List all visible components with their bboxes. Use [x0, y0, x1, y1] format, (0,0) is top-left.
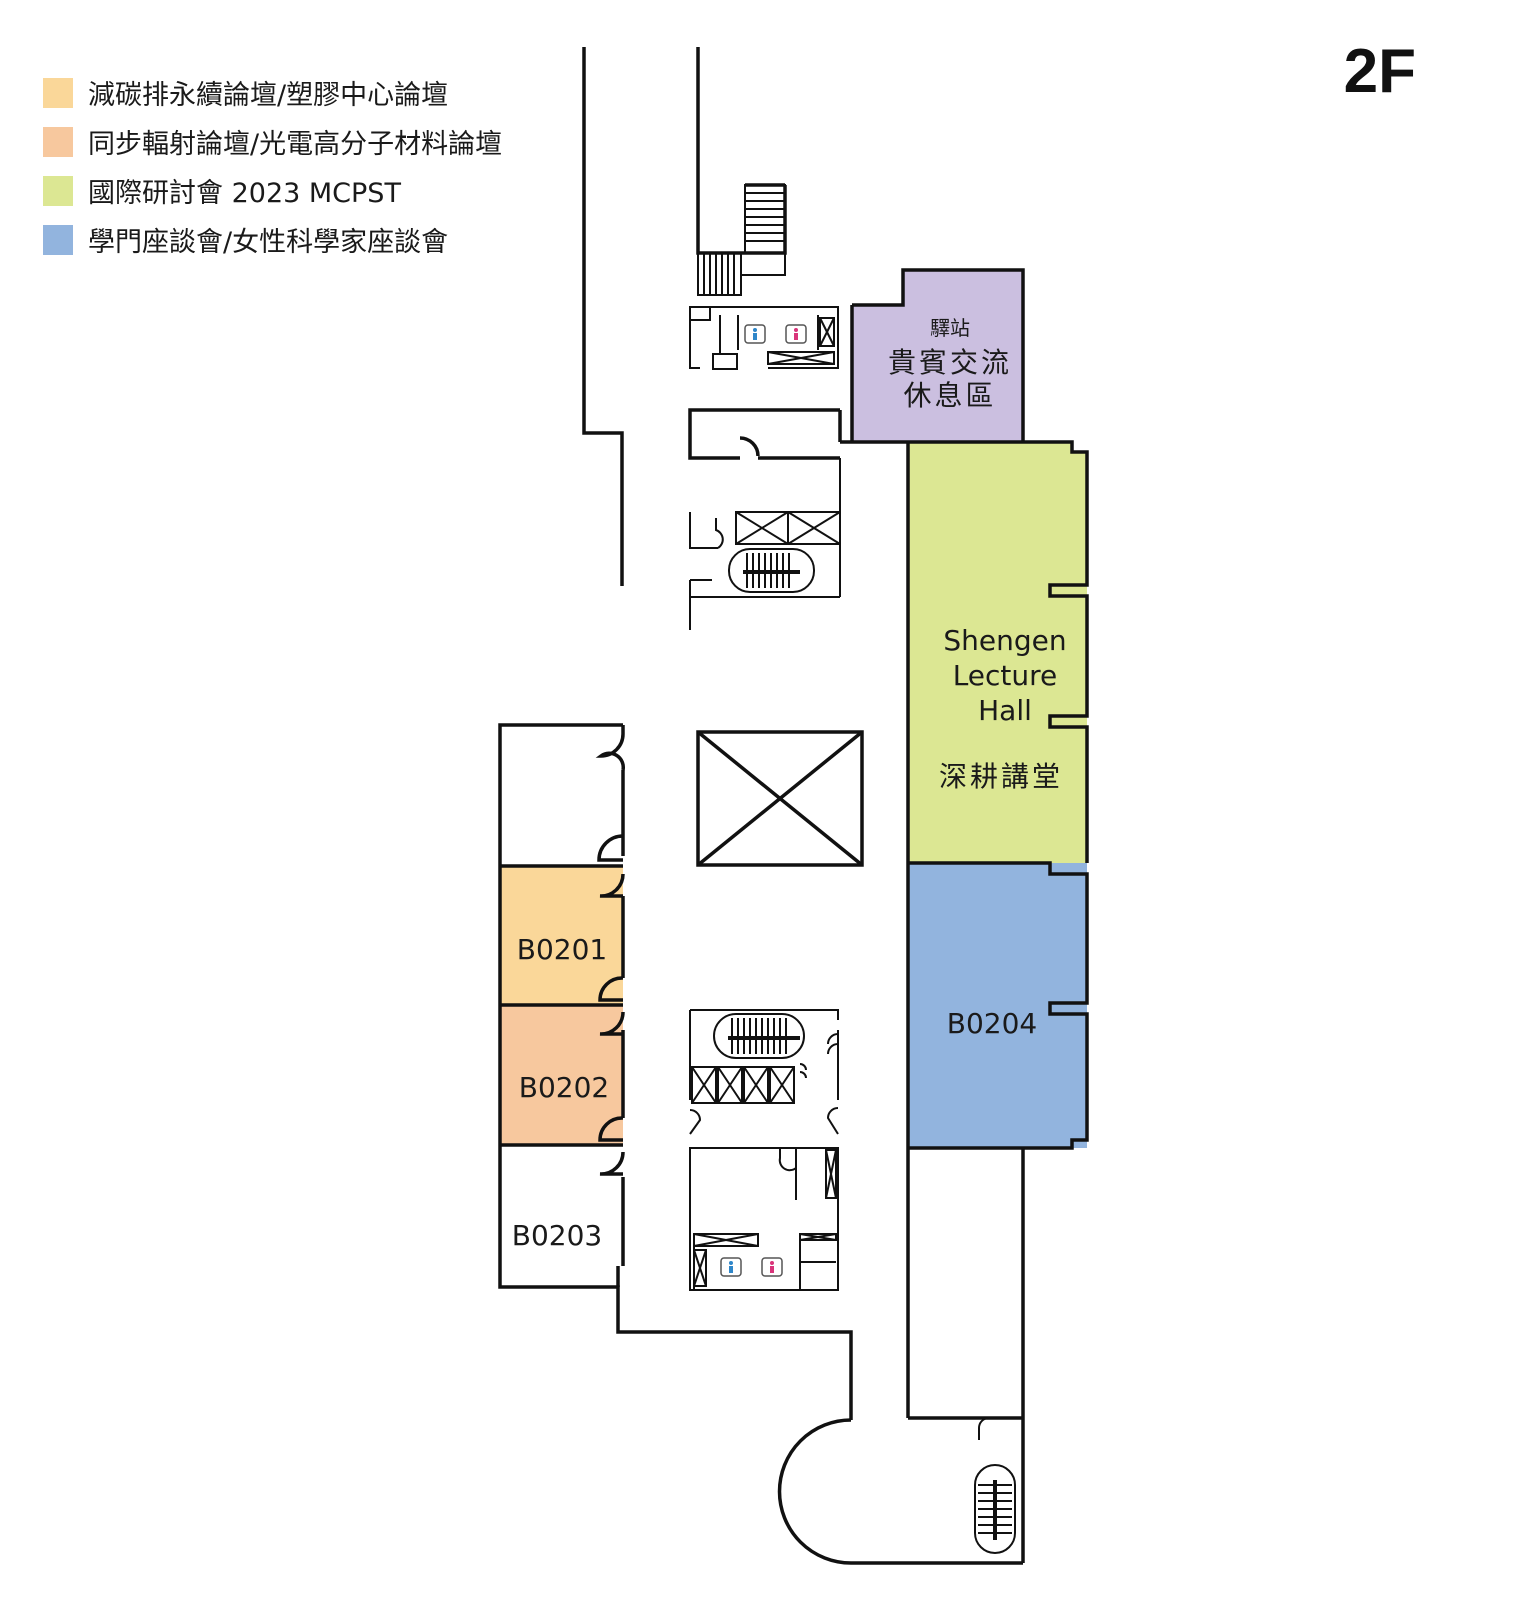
escalator — [974, 1464, 1016, 1554]
legend: 減碳排永續論壇/塑膠中心論壇 同步輻射論壇/光電高分子材料論壇 國際研討會 20… — [43, 68, 502, 264]
void-cross — [696, 730, 864, 867]
legend-item: 國際研討會 2023 MCPST — [43, 166, 502, 215]
wall — [908, 861, 1089, 1150]
b0202-label: B0202 — [519, 1071, 609, 1104]
b0201-label: B0201 — [517, 933, 607, 966]
door-swing — [597, 834, 624, 862]
legend-item: 同步輻射論壇/光電高分子材料論壇 — [43, 117, 502, 166]
door-swing — [739, 436, 760, 457]
room-b0204[interactable] — [908, 863, 1087, 1148]
lounge-label-line3: 休息區 — [903, 379, 996, 412]
wall — [977, 1417, 989, 1429]
door-swing — [599, 873, 625, 898]
restroom-female-icon — [785, 324, 807, 344]
lower-service-block — [689, 1009, 839, 1291]
b0203-label: B0203 — [512, 1219, 602, 1252]
hall-label-zh: 深耕講堂 — [939, 760, 1063, 793]
restroom-female-icon — [761, 1257, 783, 1277]
room-lounge[interactable] — [852, 270, 1023, 442]
restroom-block — [689, 306, 839, 370]
door-swing — [598, 1116, 624, 1142]
elevator-bank — [689, 511, 841, 630]
door-swing — [595, 733, 626, 771]
legend-swatch — [43, 126, 73, 157]
door-swing — [599, 1011, 625, 1036]
lounge-label-line2: 貴賓交流 — [888, 346, 1012, 379]
wall — [688, 408, 840, 460]
room-b0201[interactable] — [500, 866, 623, 1005]
legend-item: 學門座談會/女性科學家座談會 — [43, 215, 502, 264]
room-b0202[interactable] — [500, 1005, 623, 1145]
hall-label-en3: Hall — [978, 694, 1032, 727]
wall — [840, 440, 1089, 863]
escalator — [728, 548, 815, 593]
room-shengen-lecture-hall[interactable] — [908, 442, 1087, 863]
void-area — [696, 730, 864, 867]
door-swing — [598, 976, 624, 1002]
restroom-male-icon — [720, 1257, 742, 1277]
legend-swatch — [43, 175, 73, 206]
wall — [696, 47, 787, 255]
legend-label: 國際研討會 2023 MCPST — [88, 178, 401, 209]
wall — [582, 47, 624, 586]
legend-swatch — [43, 224, 73, 255]
wall — [852, 268, 1025, 442]
legend-label: 減碳排永續論壇/塑膠中心論壇 — [88, 80, 449, 111]
hall-label-en2: Lecture — [953, 659, 1058, 692]
escalator-icon — [743, 553, 800, 588]
stairs-icon — [697, 184, 786, 296]
legend-swatch — [43, 77, 73, 108]
hall-label-en1: Shengen — [943, 624, 1066, 657]
legend-label: 同步輻射論壇/光電高分子材料論壇 — [88, 129, 503, 160]
door-swing — [599, 1151, 625, 1176]
wall — [777, 1418, 1023, 1565]
b0204-label: B0204 — [947, 1007, 1037, 1040]
stairs-icon — [978, 1480, 1012, 1540]
legend-label: 學門座談會/女性科學家座談會 — [88, 227, 449, 258]
floor-label: 2F — [1343, 37, 1416, 106]
legend-item: 減碳排永續論壇/塑膠中心論壇 — [43, 68, 502, 117]
lounge-label-line1: 驛站 — [930, 316, 970, 340]
restroom-male-icon — [744, 324, 766, 344]
